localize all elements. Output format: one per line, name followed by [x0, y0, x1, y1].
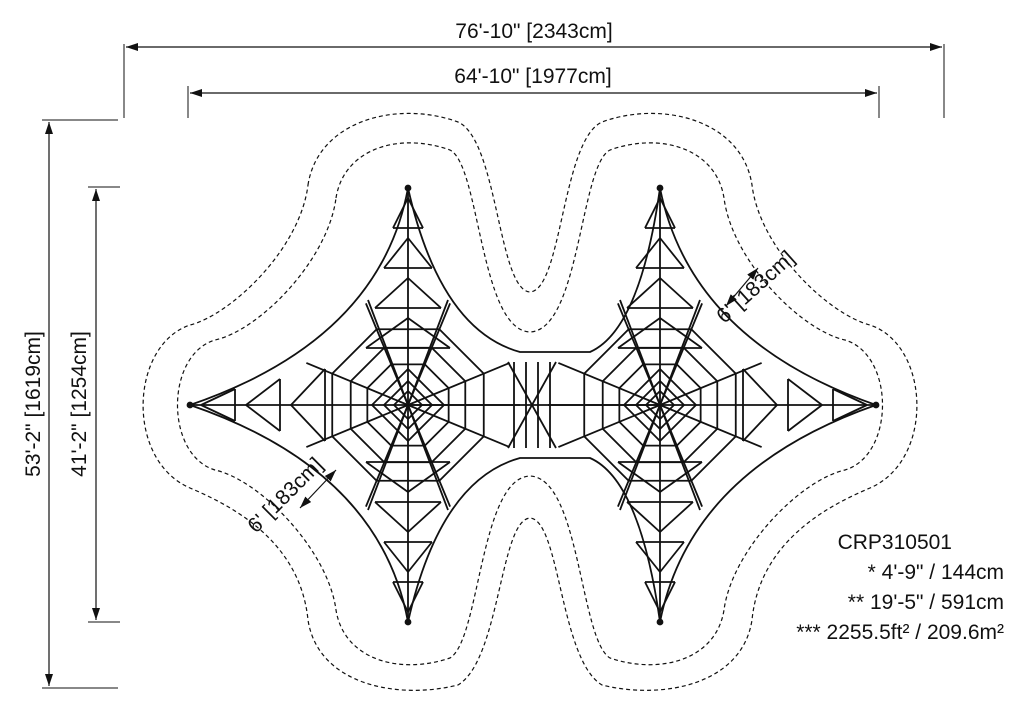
net-brace [200, 404, 236, 422]
net-brace [374, 501, 409, 533]
anchor-point [656, 618, 664, 626]
dimension-inner-width: 64'-10" [1977cm] [187, 65, 880, 118]
net-brace [383, 237, 409, 269]
net-brace [659, 277, 694, 309]
net-brace [644, 581, 661, 613]
anchor-point [872, 401, 880, 409]
anchor-point [656, 184, 664, 192]
dimension-inner-depth: 41'-2" [1254cm] [68, 186, 120, 623]
net-brace [392, 581, 409, 613]
dimension-overall-width: 76'-10" [2343cm] [123, 20, 945, 118]
product-spec-block: CRP310501 * 4'-9" / 144cm ** 19'-5" / 59… [704, 528, 1004, 648]
net-brace [374, 277, 409, 309]
net-web-rope [367, 299, 409, 406]
net-brace [832, 388, 868, 406]
net-web-rope [407, 299, 449, 406]
net-brace [383, 541, 409, 573]
inner-depth-label: 41'-2" [1254cm] [68, 331, 91, 477]
net-brace [659, 501, 694, 533]
net-brace [635, 541, 661, 573]
net-brace [626, 277, 661, 309]
net-web-rope [659, 404, 701, 511]
area-spec: *** 2255.5ft² / 209.6m² [796, 621, 1004, 644]
overall-depth-label: 53'-2" [1619cm] [22, 331, 45, 477]
net-diamond [382, 379, 434, 431]
dimension-clearance-right: 6' [183cm] [712, 246, 799, 327]
net-brace [659, 541, 685, 573]
height-spec: * 4'-9" / 144cm [867, 561, 1004, 584]
net-brace [407, 581, 424, 613]
net-web-rope [659, 299, 701, 406]
net-diamond [634, 379, 686, 431]
clearance-right-label: 6' [183cm] [712, 246, 799, 327]
net-brace [407, 237, 433, 269]
net-brace [787, 378, 823, 406]
net-diamond [622, 367, 698, 443]
net-brace [742, 368, 778, 406]
net-brace [787, 404, 823, 432]
net-brace [245, 378, 281, 406]
free-fall-spec: ** 19'-5" / 591cm [847, 591, 1004, 614]
net-brace [392, 197, 409, 229]
model-number: CRP310501 [837, 531, 952, 554]
net-web-rope [407, 404, 449, 511]
net-brace [659, 237, 685, 269]
net-brace [626, 501, 661, 533]
net-brace [644, 197, 661, 229]
net-brace [200, 388, 236, 406]
net-brace [659, 317, 703, 349]
net-brace [290, 404, 326, 442]
net-brace [365, 461, 409, 493]
net-brace [290, 368, 326, 406]
net-radial-rope [407, 404, 510, 448]
net-web-rope [619, 299, 661, 406]
net-brace [245, 404, 281, 432]
net-brace [635, 237, 661, 269]
net-brace [742, 404, 778, 442]
net-radial-rope [558, 404, 661, 448]
net-web-rope [367, 404, 409, 511]
climbing-net-structure [186, 184, 880, 626]
net-brace [365, 317, 409, 349]
net-brace [407, 461, 451, 493]
anchor-point [404, 618, 412, 626]
anchor-point [404, 184, 412, 192]
net-radial-rope [407, 362, 510, 406]
inner-width-label: 64'-10" [1977cm] [454, 65, 611, 88]
net-brace [659, 581, 676, 613]
clearance-left-label: 6' [183cm] [243, 453, 327, 537]
dimension-overall-depth: 53'-2" [1619cm] [22, 119, 118, 689]
net-brace [407, 541, 433, 573]
net-web-rope [619, 404, 661, 511]
net-brace [832, 404, 868, 422]
net-brace [659, 197, 676, 229]
net-diamond [370, 367, 446, 443]
net-brace [617, 461, 661, 493]
overall-width-label: 76'-10" [2343cm] [455, 20, 612, 43]
net-brace [407, 317, 451, 349]
dimension-clearance-left: 6' [183cm] [243, 453, 337, 538]
net-brace [407, 501, 442, 533]
net-brace [407, 197, 424, 229]
anchor-point [186, 401, 194, 409]
net-brace [659, 461, 703, 493]
net-brace [617, 317, 661, 349]
net-brace [407, 277, 442, 309]
net-radial-rope [558, 362, 661, 406]
